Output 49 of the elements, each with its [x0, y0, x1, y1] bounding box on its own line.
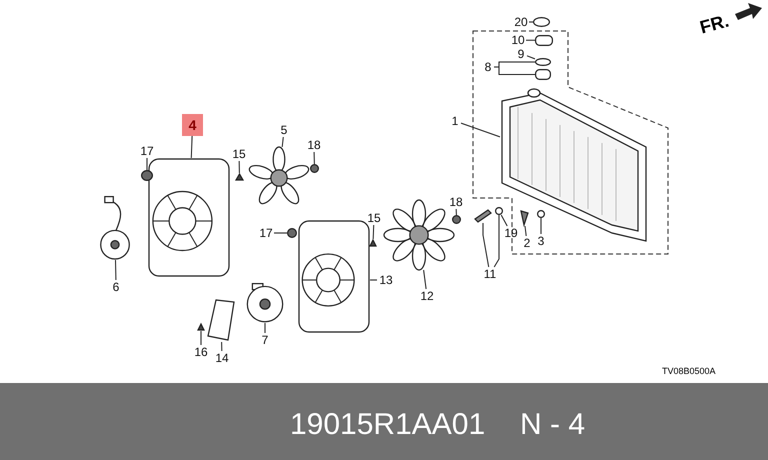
leader-line [282, 136, 284, 148]
leader-line [526, 55, 536, 60]
callout-number: 20 [513, 15, 529, 29]
callout-number: 6 [109, 280, 123, 294]
callout-number: 10 [510, 33, 526, 47]
callout-number: 19 [503, 226, 519, 240]
callout-number: 3 [535, 234, 547, 248]
callout-number: 18 [448, 195, 464, 209]
leader-line [524, 226, 527, 236]
leader-line [200, 330, 202, 346]
callout-number: 8 [482, 60, 494, 74]
callout-number: 1 [449, 114, 461, 128]
callout-number: 15 [231, 147, 247, 161]
callout-number: 7 [259, 333, 271, 347]
callout-number: 12 [419, 289, 435, 303]
callout-number: 14 [214, 351, 230, 365]
leader-line [500, 214, 508, 226]
leader-line [238, 160, 240, 174]
callout-number: 17 [258, 226, 274, 240]
callout-number: 13 [377, 273, 395, 287]
callout-number: 9 [515, 47, 527, 60]
leader-line [115, 260, 116, 280]
leader-line [264, 322, 266, 334]
leader-line [372, 224, 374, 240]
leader-line [460, 122, 500, 138]
leader-line [221, 342, 222, 352]
leader-line [423, 270, 427, 290]
fr-label: FR. [698, 10, 732, 38]
callout-number: 4 [182, 114, 203, 136]
callout-number: 11 [482, 267, 498, 281]
callout-number: 15 [366, 211, 382, 225]
drawing-code: TV08B0500A [662, 366, 716, 376]
leader-line [494, 66, 536, 75]
callout-number: 2 [521, 236, 533, 250]
callout-number: 18 [306, 138, 322, 152]
leader-line [494, 214, 500, 268]
leader-line [314, 152, 315, 164]
callout-number: 17 [139, 144, 155, 158]
leader-line [540, 218, 542, 234]
leader-line [274, 232, 288, 234]
part-number: 19015R1AA01 [290, 408, 486, 442]
callout-number: 5 [277, 123, 291, 137]
callout-number: 16 [193, 345, 209, 359]
leader-line [526, 40, 536, 41]
leader-line [456, 208, 457, 216]
leader-line [146, 158, 148, 170]
leader-line [482, 222, 490, 268]
page-reference: N - 4 [520, 408, 586, 442]
leader-line [190, 136, 193, 158]
